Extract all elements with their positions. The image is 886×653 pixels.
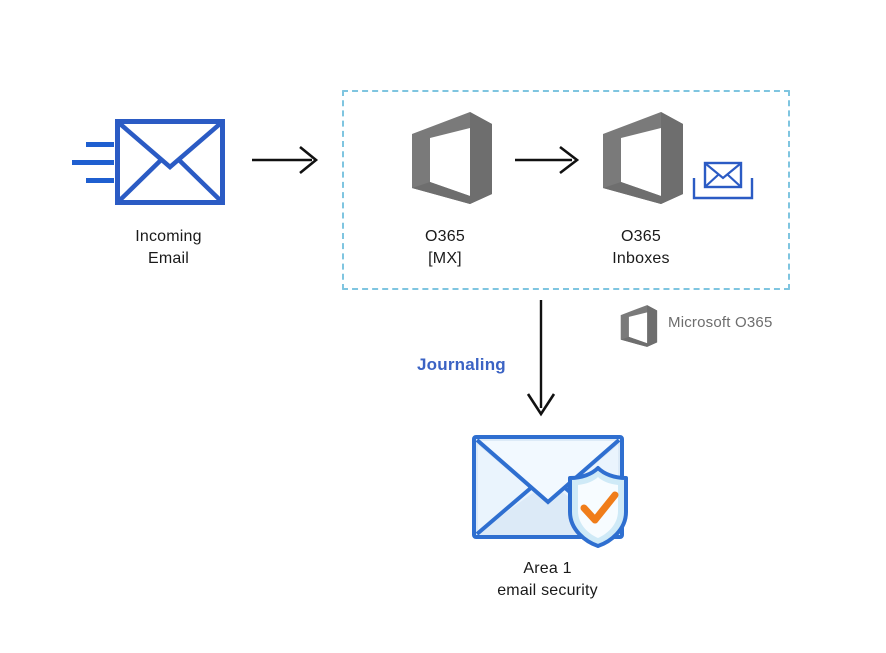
arrow-incoming-to-mx (252, 143, 322, 177)
area1-shielded-envelope-icon (470, 432, 630, 548)
microsoft-o365-boundary (342, 90, 790, 290)
inbox-tray-envelope-icon (692, 160, 754, 202)
incoming-email-label: Incoming Email (135, 228, 202, 267)
o365-mx-label: O365 [MX] (425, 228, 465, 267)
legend-label: Microsoft O365 (668, 314, 773, 331)
arrow-inboxes-to-area1 (523, 300, 559, 420)
area1-label: Area 1 email security (497, 560, 598, 599)
motion-lines-icon (70, 138, 126, 192)
o365-inboxes-label: O365 Inboxes (612, 228, 670, 267)
legend-office-365-icon (618, 304, 658, 348)
journaling-label: Journaling (417, 355, 506, 374)
incoming-email-envelope-icon (115, 119, 225, 205)
o365-mx-office-365-icon (406, 110, 494, 206)
arrow-mx-to-inboxes (515, 143, 585, 177)
o365-inboxes-office-365-icon (597, 110, 685, 206)
